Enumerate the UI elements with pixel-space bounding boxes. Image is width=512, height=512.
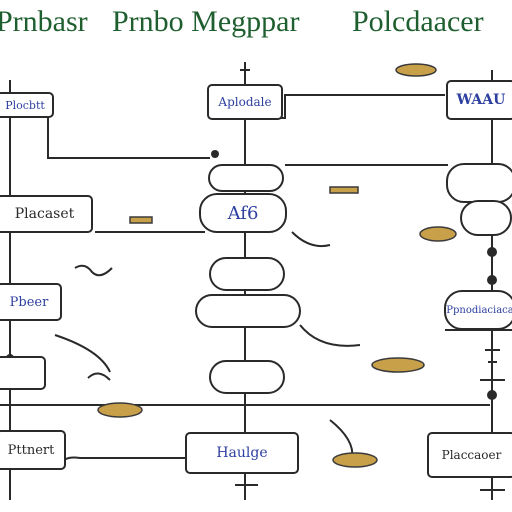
connector-center-curve	[299, 324, 361, 347]
glyph-marks	[235, 66, 505, 491]
tray-left-mid	[129, 216, 153, 224]
tray-center-right	[329, 186, 359, 194]
node-center-6	[209, 360, 285, 394]
connector-bottom-left	[59, 456, 190, 471]
node-center-7: Haulge	[185, 432, 299, 474]
node-center-4	[209, 257, 285, 291]
node-left-5: Pttnert	[0, 430, 66, 470]
node-center-3: Af6	[199, 193, 287, 233]
squiggle-5	[87, 372, 111, 381]
node-center-2	[208, 164, 284, 192]
dot-1	[211, 150, 219, 158]
node-right-3	[460, 200, 512, 236]
node-right-5: Placcaoer	[427, 432, 512, 478]
node-center-1: Aplodale	[207, 84, 283, 120]
node-right-2	[446, 163, 512, 203]
node-left-1: Plocbtt	[0, 92, 54, 118]
connector-paths	[0, 62, 512, 500]
connector-left-to-center	[47, 118, 210, 159]
stand-right	[480, 349, 505, 381]
connector-center-to-right	[275, 94, 445, 119]
squiggle-4	[329, 419, 354, 459]
disc-top-right	[395, 63, 437, 77]
disc-right-low	[371, 357, 425, 373]
cross-top-center	[240, 66, 250, 80]
node-left-2: Placaset	[0, 195, 93, 233]
squiggle-3	[291, 231, 331, 248]
dot-4	[487, 390, 497, 400]
node-right-4: Ppnodiaciaca	[444, 290, 512, 330]
squiggle-1	[74, 264, 113, 277]
node-left-3: Pbeer	[0, 283, 62, 321]
title-word-right: Polcdaacer	[352, 5, 484, 38]
disc-shapes	[97, 63, 457, 468]
disc-bottom-center	[332, 452, 378, 468]
node-left-4	[0, 356, 46, 390]
disc-left-low	[97, 402, 143, 418]
dot-2	[487, 247, 497, 257]
title-word-center: Prnbo Megppar	[112, 5, 300, 38]
disc-right-mid	[419, 226, 457, 242]
title-word-left: Prnbasr	[0, 5, 88, 38]
node-right-1: WAAU	[446, 80, 512, 120]
node-center-5	[195, 294, 301, 328]
squiggle-2	[54, 334, 111, 373]
dot-3	[487, 275, 497, 285]
